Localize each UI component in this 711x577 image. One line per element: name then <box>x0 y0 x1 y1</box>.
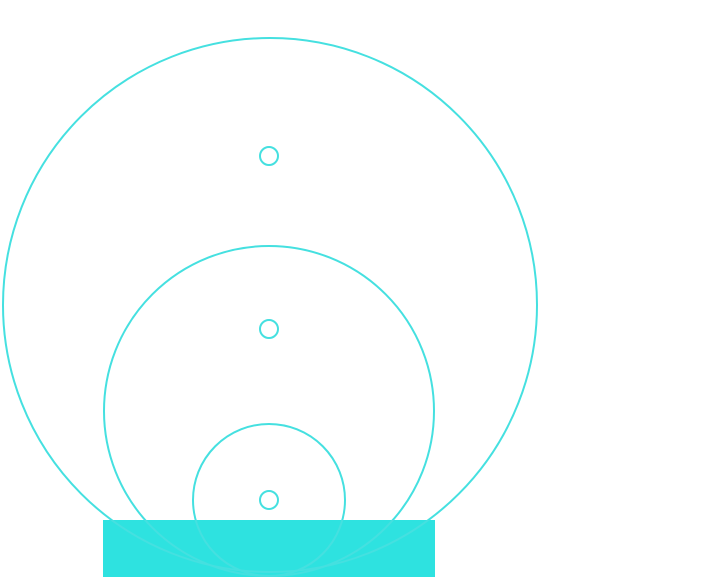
inner-circle <box>192 423 346 577</box>
middle-circle-marker <box>259 319 279 339</box>
outer-circle <box>2 37 538 573</box>
inner-circle-marker <box>259 490 279 510</box>
outer-circle-marker <box>259 146 279 166</box>
